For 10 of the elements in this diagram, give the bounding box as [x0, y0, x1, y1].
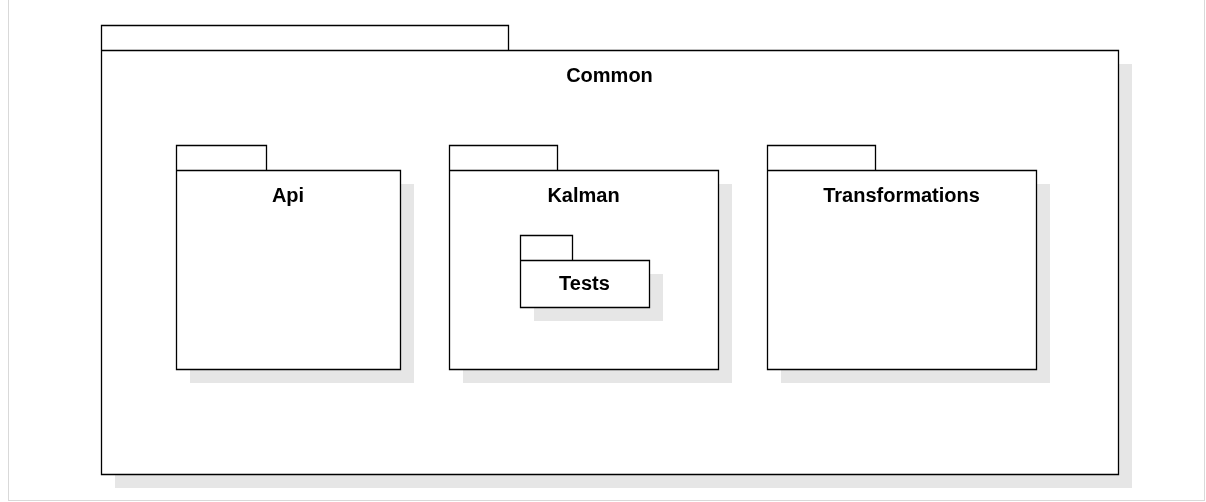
- package-name: Tests: [558, 272, 611, 295]
- package-shape: [101, 25, 1132, 488]
- package-shape: [176, 145, 414, 383]
- package-name: Transformations: [822, 184, 981, 207]
- package-shape: [520, 235, 663, 321]
- package-shape: [449, 145, 732, 383]
- package-name: Kalman: [546, 184, 621, 207]
- package-name: Api: [270, 184, 306, 207]
- package-shape: [767, 145, 1050, 383]
- package-name: Common: [565, 64, 654, 87]
